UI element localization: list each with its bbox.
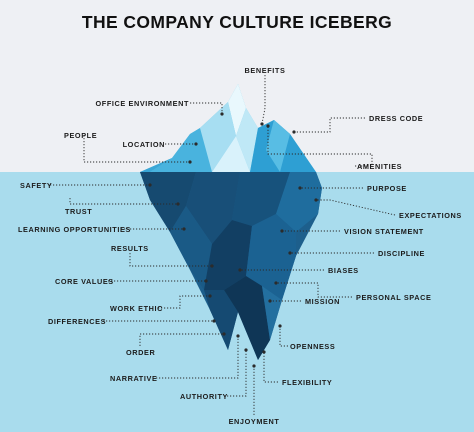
iceberg-tip bbox=[140, 84, 316, 172]
leader-dot bbox=[314, 198, 318, 202]
label-core-values: CORE VALUES bbox=[55, 277, 114, 286]
leader-line bbox=[294, 117, 365, 133]
leader-dot bbox=[252, 364, 256, 368]
leader-line bbox=[276, 282, 352, 298]
leader-dot bbox=[176, 202, 180, 206]
label-purpose: PURPOSE bbox=[367, 184, 407, 193]
leader-dot bbox=[260, 122, 264, 126]
leader-dot bbox=[220, 112, 224, 116]
leader-dot bbox=[298, 186, 302, 190]
label-differences: DIFFERENCES bbox=[48, 317, 107, 326]
leader-dot bbox=[268, 299, 272, 303]
leader-dot bbox=[210, 264, 214, 268]
label-narrative: NARRATIVE bbox=[110, 374, 158, 383]
leader-line bbox=[139, 333, 224, 346]
leader-lines bbox=[50, 75, 396, 415]
label-authority: AUTHORITY bbox=[180, 392, 228, 401]
leader-line bbox=[224, 350, 247, 397]
iceberg-underwater bbox=[140, 172, 322, 360]
label-order: ORDER bbox=[126, 348, 156, 357]
leader-line bbox=[190, 102, 223, 114]
label-amenities: AMENITIES bbox=[357, 162, 403, 171]
label-personal-space: PERSONAL SPACE bbox=[356, 293, 432, 302]
diagram-title: THE COMPANY CULTURE ICEBERG bbox=[81, 12, 393, 32]
leader-dot bbox=[266, 124, 270, 128]
leader-line bbox=[129, 253, 212, 267]
leader-line bbox=[156, 336, 239, 379]
label-people: PEOPLE bbox=[64, 131, 98, 140]
leader-dot bbox=[208, 294, 212, 298]
leader-dot bbox=[278, 324, 282, 328]
leader-dot bbox=[292, 130, 296, 134]
leader-dot bbox=[262, 350, 266, 354]
label-dress-code: DRESS CODE bbox=[369, 114, 424, 123]
label-biases: BIASES bbox=[328, 266, 359, 275]
leader-line bbox=[316, 199, 396, 216]
leader-dot bbox=[212, 319, 216, 323]
leader-dot bbox=[288, 251, 292, 255]
leader-dot bbox=[188, 160, 192, 164]
label-work-ethic: WORK ETHIC bbox=[110, 304, 164, 313]
label-office-environment: OFFICE ENVIRONMENT bbox=[95, 99, 189, 108]
label-trust: TRUST bbox=[65, 207, 93, 216]
leader-line bbox=[158, 295, 210, 309]
label-expectations: EXPECTATIONS bbox=[399, 211, 462, 220]
leader-dots bbox=[148, 112, 318, 368]
leader-dot bbox=[222, 332, 226, 336]
leader-dot bbox=[148, 183, 152, 187]
label-location: LOCATION bbox=[122, 140, 165, 149]
label-results: RESULTS bbox=[111, 244, 149, 253]
leader-dot bbox=[194, 142, 198, 146]
label-openness: OPENNESS bbox=[290, 342, 336, 351]
leader-line bbox=[279, 326, 288, 347]
label-enjoyment: ENJOYMENT bbox=[228, 417, 280, 426]
label-vision-statement: VISION STATEMENT bbox=[344, 227, 424, 236]
leader-dot bbox=[238, 268, 242, 272]
leader-dot bbox=[244, 348, 248, 352]
leader-dot bbox=[280, 229, 284, 233]
label-safety: SAFETY bbox=[20, 181, 53, 190]
label-discipline: DISCIPLINE bbox=[378, 249, 425, 258]
leader-dot bbox=[274, 281, 278, 285]
leader-dot bbox=[182, 227, 186, 231]
label-learning-opportunities: LEARNING OPPORTUNITIES bbox=[18, 225, 131, 234]
label-benefits: BENEFITS bbox=[244, 66, 286, 75]
leader-line bbox=[69, 198, 178, 205]
leader-dot bbox=[204, 279, 208, 283]
label-mission: MISSION bbox=[305, 297, 341, 306]
leader-line bbox=[261, 75, 266, 125]
leader-dot bbox=[236, 334, 240, 338]
leader-line bbox=[263, 352, 278, 383]
leader-line bbox=[83, 135, 190, 163]
label-flexibility: FLEXIBILITY bbox=[282, 378, 333, 387]
